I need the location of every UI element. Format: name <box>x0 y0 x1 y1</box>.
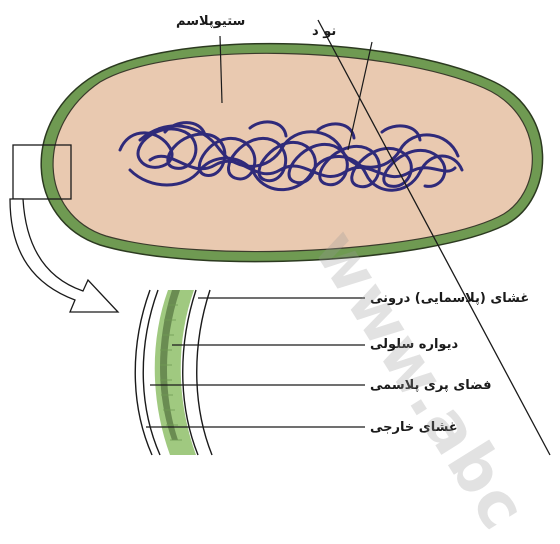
label-cytoplasm: ستیوپلاسم <box>176 14 245 29</box>
bacterial-cell-diagram: ستیوپلاسم نو د غشای (پلاسمایی) درونی دیو… <box>0 0 560 461</box>
bacterial-cell <box>41 44 542 262</box>
cytoplasm <box>53 53 532 251</box>
envelope-cross-section <box>135 290 212 455</box>
label-nucleoid: نو د <box>312 24 336 39</box>
